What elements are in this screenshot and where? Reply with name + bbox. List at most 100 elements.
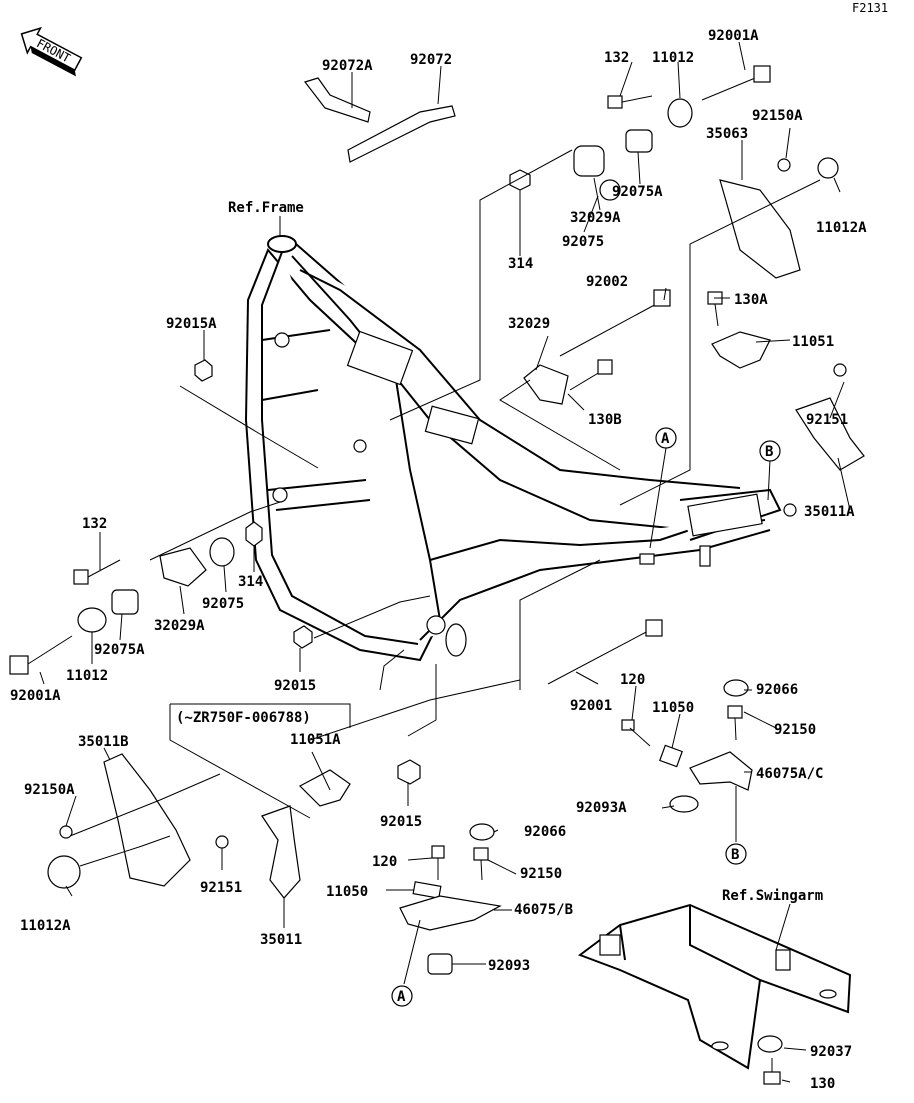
part-label: 92015: [274, 678, 316, 694]
part-label: 11051A: [290, 732, 341, 748]
nut-314-top: [509, 169, 531, 191]
part-label: 46075/B: [514, 902, 573, 918]
part-label: 92072A: [322, 58, 373, 74]
bushing-92075A-top: [625, 129, 653, 153]
bolt-92151-low: [215, 835, 229, 849]
part-label: 35011: [260, 932, 302, 948]
part-label: 130A: [734, 292, 768, 308]
part-label: 11051: [792, 334, 834, 350]
part-label: 132: [82, 516, 107, 532]
part-label: 132: [604, 50, 629, 66]
part-label: 92002: [586, 274, 628, 290]
cap-11012A-top: [817, 157, 839, 179]
bolt-92150-right: [727, 705, 743, 741]
leader-lines: [39, 41, 851, 1083]
bolt-92150-low: [473, 847, 489, 881]
bolt-92150A-top: [777, 158, 791, 172]
part-label: 11012: [652, 50, 694, 66]
note-ref-swingarm: Ref.Swingarm: [722, 888, 823, 904]
swingarm: [577, 903, 852, 1070]
bolt-132-left: [73, 559, 121, 585]
spacer-92075-left: [209, 537, 235, 567]
part-label: 314: [508, 256, 533, 272]
bolt-130A: [707, 291, 723, 327]
footrest-35011A: [795, 397, 865, 471]
bolt-92151-top: [833, 363, 847, 377]
part-label: 35011B: [78, 734, 129, 750]
footpeg-46075AC: [689, 751, 753, 791]
heat-shield-92072: [347, 105, 456, 163]
part-label: 92037: [810, 1044, 852, 1060]
nut-92015A: [194, 359, 213, 382]
part-labels: 92072A 92072 132 11012 92001A 92150A 350…: [10, 28, 867, 1092]
nut-314-left: [245, 521, 263, 547]
part-label: 92066: [756, 682, 798, 698]
part-label: 92066: [524, 824, 566, 840]
collar-11012-left: [77, 607, 107, 633]
part-label: 32029: [508, 316, 550, 332]
part-label: 92001A: [708, 28, 759, 44]
callout-a-bottom-label: A: [397, 989, 406, 1005]
callout-b-top: [759, 440, 781, 462]
part-label: 92001: [570, 698, 612, 714]
callout-b-top-label: B: [765, 444, 773, 460]
part-label: 92075: [562, 234, 604, 250]
mount-32029A-left: [159, 547, 207, 587]
diagram-code: F2131: [852, 1, 888, 15]
bolt-120-right: [621, 719, 651, 747]
part-label: 130: [810, 1076, 835, 1092]
part-label: 11012: [66, 668, 108, 684]
bolt-130: [763, 1058, 781, 1085]
plate-92037: [757, 1035, 783, 1053]
bolt-92002: [559, 289, 671, 357]
part-label: 92151: [806, 412, 848, 428]
heat-shield-92072A: [303, 77, 371, 123]
serial-range-box: [169, 703, 351, 819]
part-label: 35011A: [804, 504, 855, 520]
rubber-92093: [427, 953, 453, 975]
collar-11050-right: [659, 744, 683, 768]
part-label: 92150: [774, 722, 816, 738]
footpeg-46075B: [399, 895, 502, 931]
bracket-11051: [711, 331, 771, 369]
bolt-92001: [547, 619, 663, 685]
part-label: 32029A: [570, 210, 621, 226]
part-label: 92001A: [10, 688, 61, 704]
part-label: 92093: [488, 958, 530, 974]
bolt-92001A-top: [701, 65, 771, 101]
cap-92066-low: [469, 823, 495, 841]
bolt-92001A-left: [9, 635, 73, 675]
part-label: 46075A/C: [756, 766, 823, 782]
bolt-120-low: [431, 845, 445, 880]
part-label: 92150A: [752, 108, 803, 124]
front-arrow-icon: FRONT: [20, 26, 83, 77]
bolt-130B: [569, 359, 613, 391]
part-label: 314: [238, 574, 263, 590]
part-label: 120: [372, 854, 397, 870]
part-label: 92015A: [166, 316, 217, 332]
nut-92015-mid: [293, 625, 313, 649]
part-label: 120: [620, 672, 645, 688]
callout-a-bottom: [391, 985, 413, 1007]
cap-92066-right: [723, 679, 749, 697]
part-label: 92015: [380, 814, 422, 830]
part-label: 35063: [706, 126, 748, 142]
part-label: 92150: [520, 866, 562, 882]
part-label: 11050: [652, 700, 694, 716]
footrest-35011: [261, 805, 301, 899]
part-label: 92075A: [612, 184, 663, 200]
callout-a-top-label: A: [661, 431, 670, 447]
part-label: 11050: [326, 884, 368, 900]
callout-b-bottom-label: B: [731, 847, 739, 863]
part-label: 92151: [200, 880, 242, 896]
mount-32029A-top: [573, 145, 605, 177]
callout-a-top: [655, 427, 677, 449]
note-ref-frame: Ref.Frame: [228, 200, 304, 216]
collar-11012-top: [667, 98, 693, 128]
bushing-92075A-left: [111, 589, 139, 615]
bracket-35063: [719, 179, 801, 279]
part-label: 11012A: [20, 918, 71, 934]
part-label: 92150A: [24, 782, 75, 798]
rubber-92093A: [669, 795, 699, 813]
